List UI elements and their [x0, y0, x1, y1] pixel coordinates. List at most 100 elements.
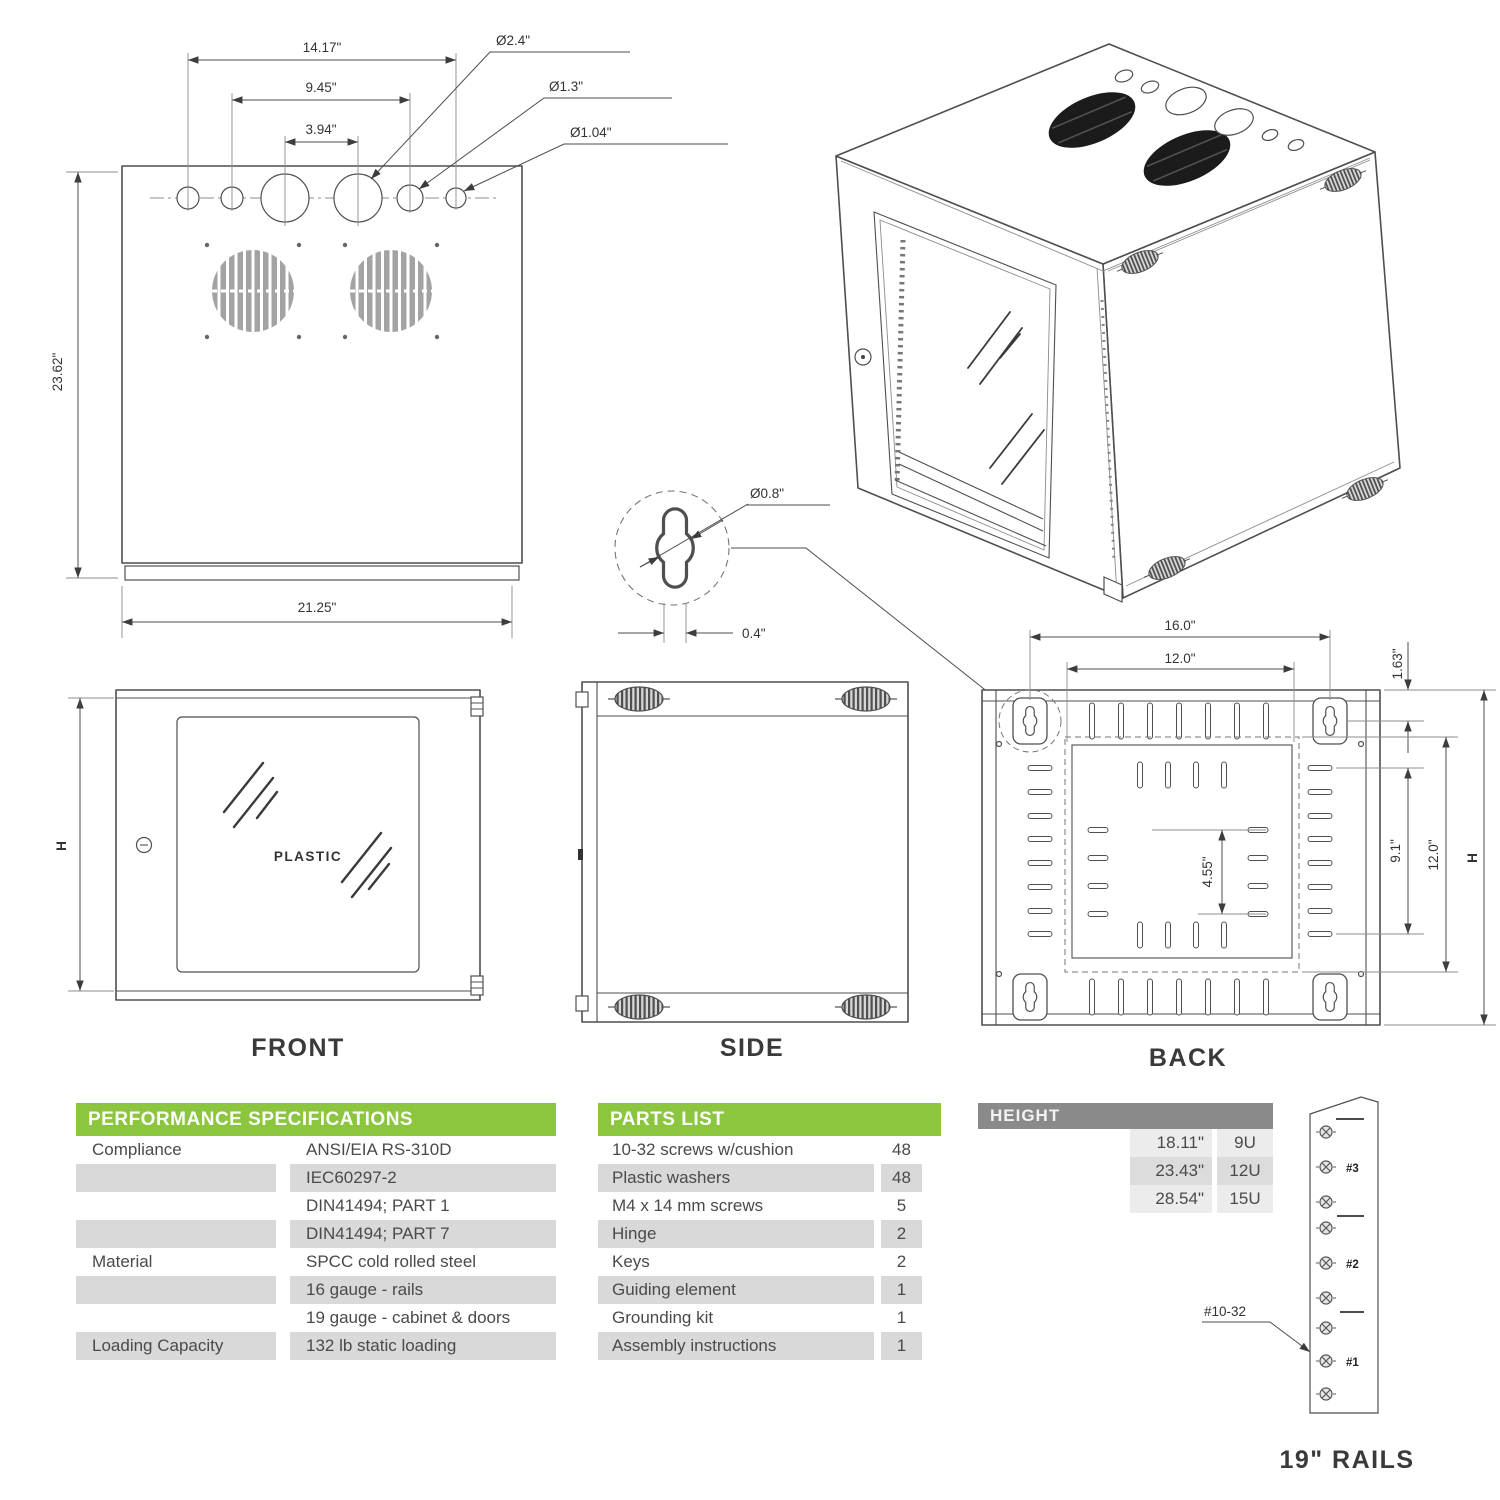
top-fan-cutout-2 — [1143, 130, 1231, 186]
table-row: Hinge 2 — [598, 1220, 941, 1248]
table-row: 16 gauge - rails — [76, 1276, 556, 1304]
height-units: 12U — [1217, 1157, 1273, 1185]
dia-label-medium: Ø1.3" — [549, 79, 583, 94]
performance-specs-table: PERFORMANCE SPECIFICATIONS Compliance AN… — [76, 1103, 556, 1360]
front-view-drawing: PLASTIC H FRONT — [54, 689, 484, 1062]
dim-hole-span-inner: 3.94" — [305, 122, 336, 137]
table-row: M4 x 14 mm screws 5 — [598, 1192, 941, 1220]
dim-side-span: 9.1" — [1388, 839, 1403, 863]
table-row: Assembly instructions 1 — [598, 1332, 941, 1360]
dim-vent-width: 12.0" — [1164, 651, 1195, 666]
dim-hole-span-outer: 14.17" — [303, 40, 342, 55]
front-hinge-bottom — [470, 975, 484, 996]
vent-slots-bottom-row — [1089, 978, 1269, 1016]
rails-drawing: #3 #2 #1 #10-32 19" RAILS — [1202, 1096, 1414, 1474]
spec-label — [76, 1276, 276, 1304]
keyhole-dia-label: Ø0.8" — [750, 486, 784, 501]
rail-u-label-1: #1 — [1346, 1357, 1359, 1369]
part-name: M4 x 14 mm screws — [612, 1196, 764, 1215]
height-table-header: HEIGHT — [978, 1103, 1273, 1129]
dim-slot-span: 4.55" — [1200, 856, 1215, 887]
front-glass-glare — [222, 761, 393, 899]
part-qty: 1 — [881, 1332, 922, 1360]
parts-list-header: PARTS LIST — [598, 1103, 941, 1136]
front-caption: FRONT — [251, 1034, 345, 1062]
part-qty: 2 — [896, 1252, 907, 1271]
rail-thread-label: #10-32 — [1204, 1304, 1246, 1319]
table-row: 19 gauge - cabinet & doors — [76, 1304, 556, 1332]
vent-slots-top-row — [1089, 702, 1269, 740]
side-view-drawing: SIDE — [575, 681, 909, 1062]
spec-label: Material — [92, 1252, 153, 1271]
part-qty: 1 — [881, 1276, 922, 1304]
part-qty: 1 — [896, 1308, 907, 1327]
dim-hole-span-mid: 9.45" — [305, 80, 336, 95]
spec-label — [76, 1220, 276, 1248]
performance-specs-header: PERFORMANCE SPECIFICATIONS — [76, 1103, 556, 1136]
height-inches: 28.54" — [1130, 1185, 1212, 1213]
keyhole-shape — [655, 507, 695, 589]
vent-slots-inner-left — [1087, 827, 1109, 917]
rail-u-label-2: #2 — [1346, 1259, 1359, 1271]
table-row: Grounding kit 1 — [598, 1304, 941, 1332]
part-name: Plastic washers — [598, 1164, 874, 1192]
front-window — [176, 716, 420, 973]
part-qty: 48 — [892, 1140, 911, 1159]
side-caption: SIDE — [720, 1034, 784, 1062]
top-panel-holes — [176, 170, 467, 226]
table-row: Loading Capacity 132 lb static loading — [76, 1332, 556, 1360]
spec-value: DIN41494; PART 1 — [306, 1196, 450, 1215]
height-units: 9U — [1217, 1129, 1273, 1157]
table-row: DIN41494; PART 1 — [76, 1192, 556, 1220]
front-height-label: H — [54, 841, 69, 851]
keyhole-width-label: 0.4" — [742, 626, 766, 641]
table-row: 18.11" 9U — [1130, 1129, 1273, 1157]
part-qty: 2 — [881, 1220, 922, 1248]
height-table: HEIGHT 18.11" 9U 23.43" 12U 28.54" 15U — [978, 1103, 1273, 1213]
isometric-view-drawing — [835, 43, 1401, 603]
dim-vent-height: 12.0" — [1426, 839, 1441, 870]
part-name: Assembly instructions — [598, 1332, 874, 1360]
spec-value: 19 gauge - cabinet & doors — [306, 1308, 511, 1327]
spec-label — [76, 1164, 276, 1192]
parts-list-table: PARTS LIST 10-32 screws w/cushion 48 Pla… — [598, 1103, 941, 1360]
part-name: Keys — [612, 1252, 650, 1271]
dim-overall-depth: 23.62" — [50, 353, 65, 392]
table-row: Guiding element 1 — [598, 1276, 941, 1304]
dia-label-small: Ø1.04" — [570, 125, 612, 140]
table-row: 23.43" 12U — [1130, 1157, 1273, 1185]
spec-label: Loading Capacity — [76, 1332, 276, 1360]
dia-label-large: Ø2.4" — [496, 33, 530, 48]
part-name: Grounding kit — [612, 1308, 714, 1327]
top-fan-cutout-1 — [1048, 92, 1136, 148]
front-lock — [135, 836, 153, 854]
glass-glare-lines — [967, 311, 1045, 485]
height-inches: 23.43" — [1130, 1157, 1212, 1185]
table-row: 28.54" 15U — [1130, 1185, 1273, 1213]
back-view-drawing: 16.0" 12.0" 1.63" 9.1" 12.0" H 4.55" BAC… — [981, 618, 1496, 1072]
vent-slots-inner-top — [1137, 761, 1227, 789]
rack-rail-holes — [894, 239, 906, 486]
part-qty: 48 — [881, 1164, 922, 1192]
table-row: IEC60297-2 — [76, 1164, 556, 1192]
top-view-drawing: 14.17" 9.45" 3.94" Ø2.4" Ø1.3" Ø1.04" 23… — [50, 33, 728, 638]
table-row: Compliance ANSI/EIA RS-310D — [76, 1136, 556, 1164]
spec-label: Compliance — [92, 1140, 182, 1159]
spec-value: 16 gauge - rails — [290, 1276, 556, 1304]
keyhole-detail-drawing: Ø0.8" 0.4" — [614, 486, 1004, 705]
spec-label — [76, 1304, 276, 1332]
dim-mount-width: 16.0" — [1164, 618, 1195, 633]
table-row: Plastic washers 48 — [598, 1164, 941, 1192]
part-qty: 5 — [896, 1196, 907, 1215]
side-lock-mark — [578, 849, 583, 860]
front-hinge-top — [470, 696, 484, 717]
height-inches: 18.11" — [1130, 1129, 1212, 1157]
rail-u-label-3: #3 — [1346, 1163, 1359, 1175]
vent-slots-left-column — [1027, 765, 1053, 937]
part-name: 10-32 screws w/cushion — [612, 1140, 794, 1159]
window-material-label: PLASTIC — [274, 849, 342, 864]
rails-caption: 19" RAILS — [1279, 1446, 1414, 1474]
dim-overall-width: 21.25" — [298, 600, 337, 615]
